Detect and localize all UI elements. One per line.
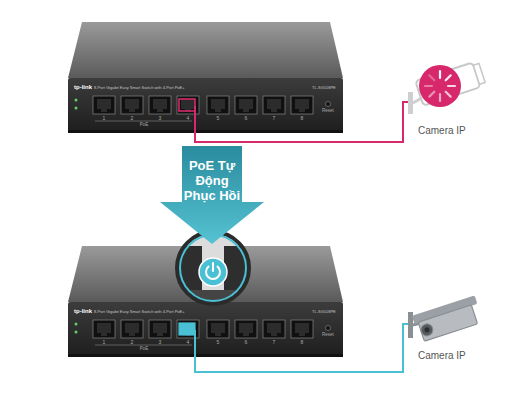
port-number: 2 xyxy=(131,340,134,345)
camera-top-part xyxy=(419,65,461,107)
port-number: 8 xyxy=(301,340,304,345)
model-number: TL-SG108PE xyxy=(312,86,336,91)
switch-bottom-part xyxy=(68,354,343,357)
camera-top-part-part xyxy=(446,75,451,80)
port-number: 7 xyxy=(273,340,276,345)
camera-bottom-part-part xyxy=(424,327,430,333)
camera-bottom-part-part xyxy=(419,322,434,337)
camera-node: Camera IP xyxy=(408,286,482,364)
switch-top-part xyxy=(207,96,229,114)
port-number: 7 xyxy=(273,116,276,121)
switch-bottom-part xyxy=(95,345,192,346)
switch-top-part xyxy=(68,130,343,133)
switch-bottom-part xyxy=(326,326,331,331)
switch-bottom-part xyxy=(121,320,143,338)
switch-bottom-part xyxy=(75,323,78,326)
port-number: 4 xyxy=(187,340,190,345)
camera-top xyxy=(408,61,486,114)
port-number: 2 xyxy=(131,116,134,121)
camera-bottom-part xyxy=(412,295,483,342)
camera-top-part-part xyxy=(446,92,451,97)
switch-top-part xyxy=(75,99,78,102)
port-number: 5 xyxy=(217,116,220,121)
port-number: 3 xyxy=(159,116,162,121)
model-description: 8-Port Gigabit Easy Smart Switch with 4-… xyxy=(94,86,185,91)
arrow-label: PoE Tự Động Phục Hồi xyxy=(182,158,242,203)
camera-top-part-part xyxy=(448,85,455,87)
camera-top-part-part xyxy=(439,71,441,78)
model-number: TL-SG108PE xyxy=(312,310,336,315)
port-number: 4 xyxy=(187,116,190,121)
camera-bottom-part xyxy=(408,312,413,338)
switch-bottom-part xyxy=(207,320,229,338)
poe-cable xyxy=(195,324,408,372)
switch-top-part xyxy=(121,96,143,114)
camera-top-part xyxy=(408,92,413,114)
brand-logo: tp-link xyxy=(74,308,92,315)
switch-bottom-part xyxy=(291,320,313,338)
camera-top-part-part xyxy=(429,75,434,80)
switch-bottom-part xyxy=(235,320,257,338)
camera-node: Camera IP xyxy=(408,58,482,140)
camera-label: Camera IP xyxy=(418,350,466,362)
poe-group-label: PoE xyxy=(140,123,149,128)
switch-top xyxy=(68,22,343,133)
port-number: 6 xyxy=(245,340,248,345)
magnifier-part xyxy=(180,235,246,301)
switch-bottom-part xyxy=(179,323,195,335)
switch-bottom-part xyxy=(68,302,343,356)
switch-top-part xyxy=(291,96,313,114)
switch-top-part xyxy=(179,99,195,111)
poe-group-label: PoE xyxy=(140,347,149,352)
camera-top-part-part xyxy=(473,63,485,84)
camera-top-part-part xyxy=(425,85,432,87)
switch-bottom-part xyxy=(194,330,196,356)
switch-bottom-part xyxy=(263,320,285,338)
arrow-node: PoE Tự Động Phục Hồi xyxy=(160,146,264,244)
switch-bottom-part xyxy=(93,320,115,338)
port-number: 1 xyxy=(103,340,106,345)
switch-top-part xyxy=(194,106,196,132)
switch-top-part xyxy=(68,22,343,78)
reset-label: Reset xyxy=(322,333,334,338)
camera-label: Camera IP xyxy=(418,125,466,137)
poe-cable xyxy=(195,102,408,142)
model-description: 8-Port Gigabit Easy Smart Switch with 4-… xyxy=(94,310,185,315)
port-number: 5 xyxy=(217,340,220,345)
switch-top-part xyxy=(93,96,115,114)
camera-bottom xyxy=(408,295,483,342)
switch-bottom-part xyxy=(149,320,171,338)
switch-top-part xyxy=(68,78,343,132)
switch-top-part xyxy=(75,107,78,110)
camera-top-part-part xyxy=(439,94,441,101)
port-number: 8 xyxy=(301,116,304,121)
switch-top-part xyxy=(95,121,192,122)
port-number: 3 xyxy=(159,340,162,345)
brand-logo: tp-link xyxy=(74,84,92,91)
reset-label: Reset xyxy=(322,109,334,114)
port-number: 1 xyxy=(103,116,106,121)
switch-top-part xyxy=(326,102,331,107)
switch-top-part xyxy=(235,96,257,114)
camera-top-part-part xyxy=(429,92,434,97)
arrow-shape xyxy=(160,146,264,244)
camera-top-part xyxy=(425,71,455,101)
magnifier-part xyxy=(199,258,227,286)
switch-top-part xyxy=(149,96,171,114)
magnifier-part xyxy=(212,263,214,271)
camera-bottom-part-part xyxy=(418,305,477,341)
port-number: 6 xyxy=(245,116,248,121)
switch-bottom-part xyxy=(75,331,78,334)
switch-top-part xyxy=(263,96,285,114)
